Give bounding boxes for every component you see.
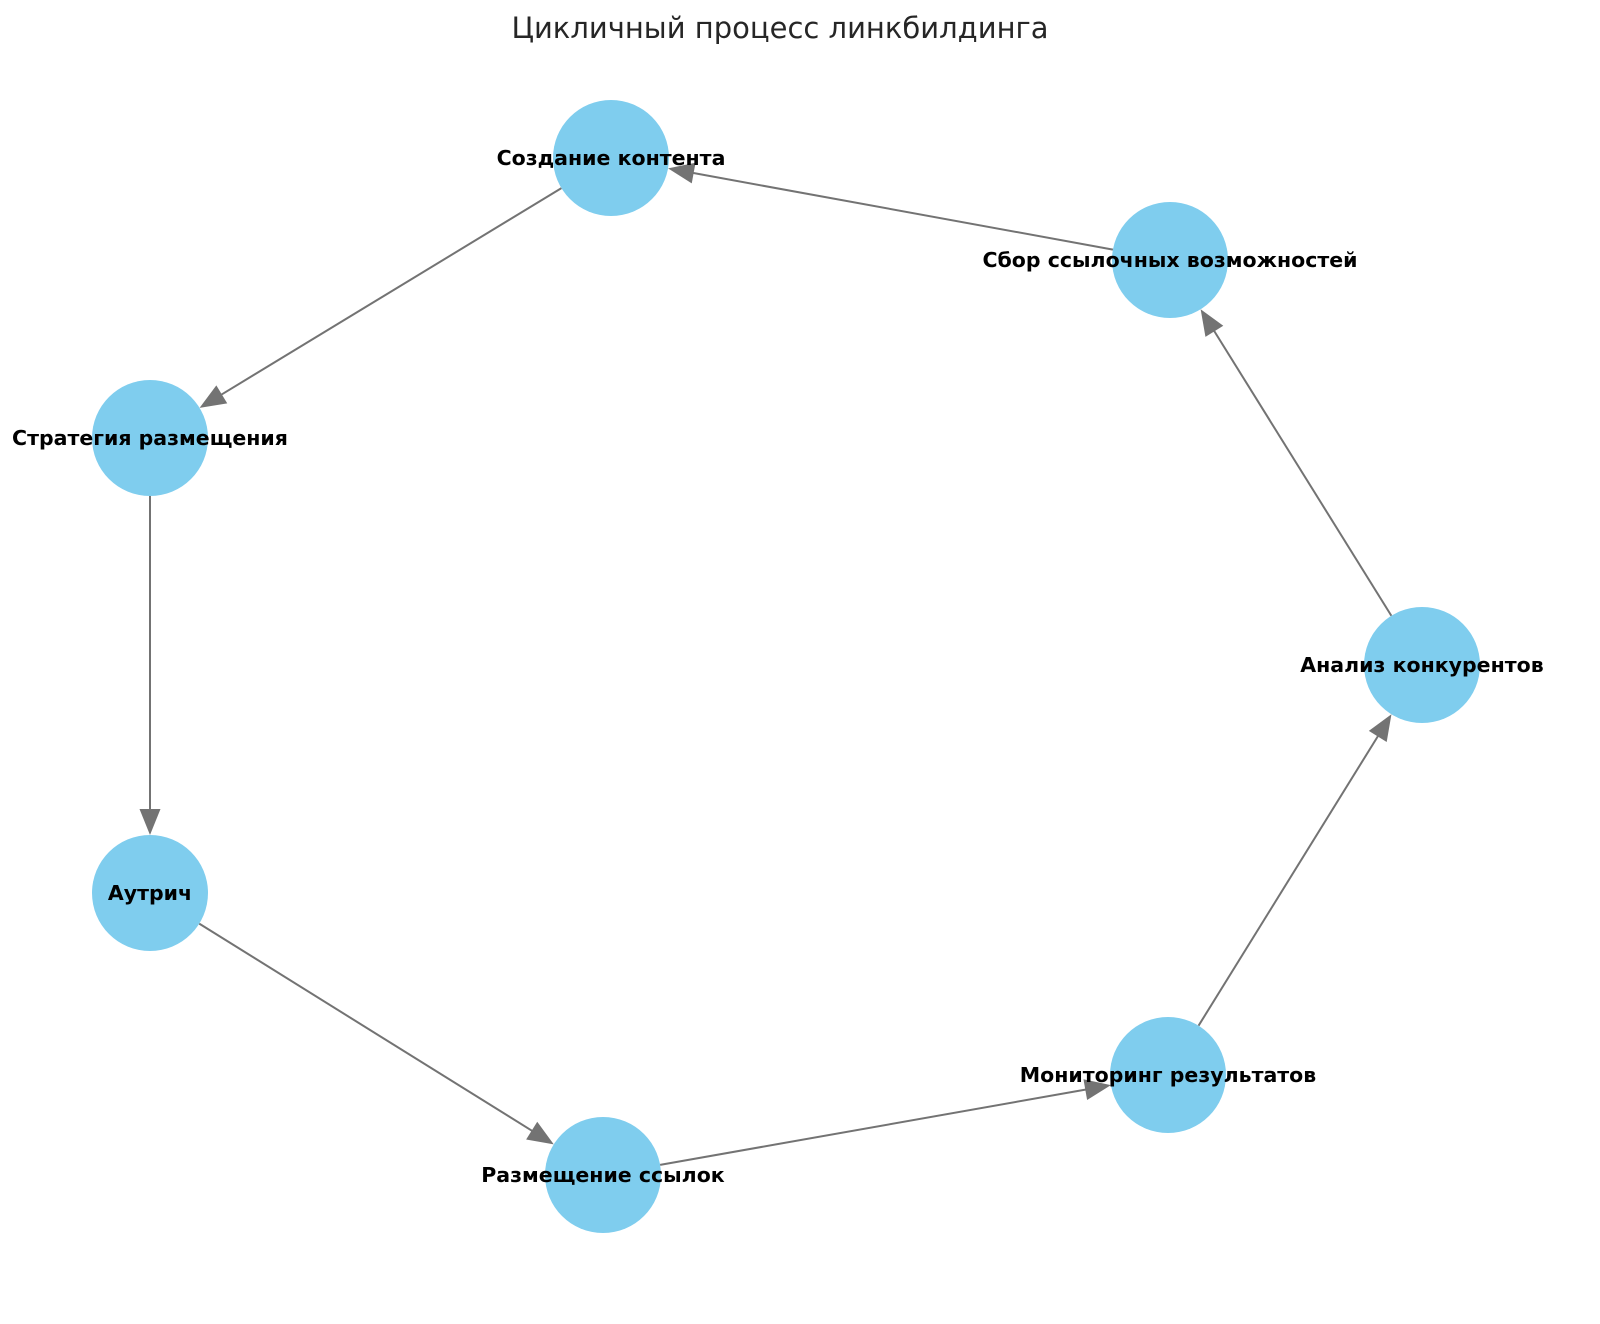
node-label-competitors: Анализ конкурентов	[1300, 653, 1543, 677]
node-circle-content[interactable]	[553, 100, 669, 216]
node-circle-strategy[interactable]	[92, 380, 208, 496]
arrowhead-gathering-to-content	[668, 162, 696, 184]
graph-node-competitors[interactable]: Анализ конкурентов	[1300, 607, 1544, 723]
node-circle-outreach[interactable]	[92, 835, 208, 951]
node-label-outreach: Аутрич	[108, 881, 192, 905]
graph-node-content[interactable]: Создание контента	[497, 100, 726, 216]
edge-competitors-to-gathering	[1211, 328, 1393, 617]
node-circle-placement[interactable]	[545, 1117, 661, 1233]
edges-layer	[139, 162, 1393, 1166]
edge-monitoring-to-competitors	[1197, 733, 1381, 1027]
node-circle-monitoring[interactable]	[1110, 1017, 1226, 1133]
arrowhead-monitoring-to-competitors	[1368, 714, 1392, 742]
node-circle-gathering[interactable]	[1112, 202, 1228, 318]
graph-node-monitoring[interactable]: Мониторинг результатов	[1020, 1017, 1317, 1133]
arrowhead-outreach-to-placement	[526, 1121, 554, 1145]
edge-placement-to-monitoring	[659, 1088, 1089, 1166]
arrowhead-competitors-to-gathering	[1200, 309, 1224, 337]
node-label-strategy: Стратегия размещения	[12, 426, 288, 450]
node-label-content: Создание контента	[497, 146, 726, 170]
node-label-gathering: Сбор ссылочных возможностей	[982, 248, 1357, 272]
arrowhead-placement-to-monitoring	[1083, 1079, 1111, 1100]
edge-outreach-to-placement	[198, 922, 535, 1134]
node-label-placement: Размещение ссылок	[481, 1163, 725, 1187]
graph-node-placement[interactable]: Размещение ссылок	[481, 1117, 725, 1233]
page-title: Цикличный процесс линкбилдинга	[511, 11, 1048, 45]
edge-content-to-strategy	[218, 187, 562, 397]
graph-node-gathering[interactable]: Сбор ссылочных возможностей	[982, 202, 1358, 318]
arrowhead-content-to-strategy	[199, 385, 228, 408]
graph-node-outreach[interactable]: Аутрич	[92, 835, 208, 951]
edge-gathering-to-content	[690, 171, 1114, 251]
graph-node-strategy[interactable]: Стратегия размещения	[12, 380, 288, 496]
node-circle-competitors[interactable]	[1364, 607, 1480, 723]
node-label-monitoring: Мониторинг результатов	[1020, 1063, 1317, 1087]
arrowhead-strategy-to-outreach	[139, 809, 161, 835]
